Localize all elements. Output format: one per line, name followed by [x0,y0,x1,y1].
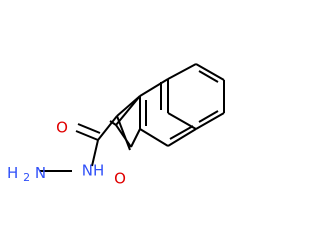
atom-label-carbonyl-oxygen: O [56,119,68,137]
double-bond [77,123,101,134]
atom-label-ring-oxygen: O [114,170,126,188]
bond [139,78,169,97]
molecule-structure-diagram: O NH H 2 N O [7,63,225,188]
bond [167,128,197,147]
double-bond [169,125,194,140]
atom-label-amine-h: H [7,164,18,182]
bond [115,95,141,126]
double-bond [75,130,99,141]
bond [167,63,197,80]
bond [116,95,141,117]
bond [97,115,118,141]
bond [195,63,225,81]
double-bond [198,70,219,83]
bond [139,128,169,147]
atom-label-amine-nitrogen: H 2 N [7,164,46,187]
bond [91,139,99,167]
bond [116,115,131,151]
double-bond [198,110,219,123]
bond [130,128,141,148]
bond [115,124,132,148]
atom-label-amine-subscript: 2 [23,171,30,184]
bond [109,120,117,126]
bond [195,112,225,130]
atom-label-amine-n: N [35,164,46,182]
atom-label-amide-nitrogen: NH [82,162,105,180]
